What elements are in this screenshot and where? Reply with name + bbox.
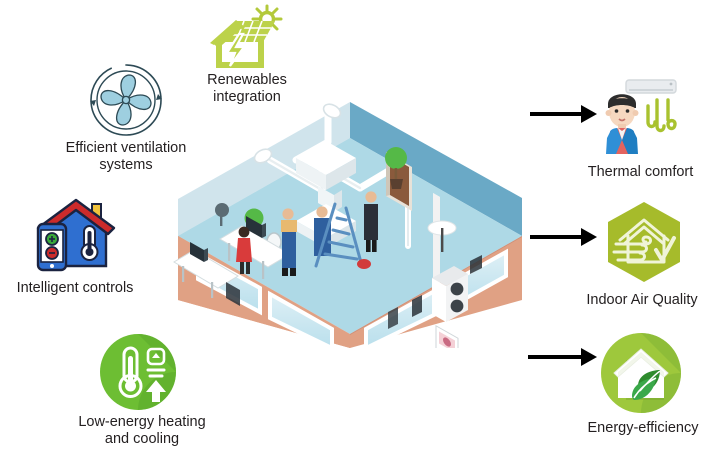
person-air-conditioner-icon [598,78,682,156]
renewables-label: Renewables integration [207,72,287,105]
smart-home-thermostat-icon [30,198,118,272]
thermometer-arrow-icon [98,332,182,416]
energy-efficiency-label: Energy-efficiency [587,420,699,436]
arrow-to-thermal-comfort [530,105,598,123]
house-leaf-circle-icon [598,330,684,416]
heating-label: Low-energy heating and cooling [78,414,206,447]
arrow-to-indoor-air-quality [530,228,598,246]
ventilation-label: Efficient ventilation systems [65,140,187,173]
house-airflow-check-hexagon-icon [602,200,686,284]
indoor-air-quality-label: Indoor Air Quality [586,292,698,308]
thermal-comfort-label: Thermal comfort [587,164,694,180]
rotating-fan-icon [88,62,164,138]
isometric-office-building [150,86,550,348]
arrow-to-energy-efficiency [528,348,598,366]
solar-house-sun-icon [203,4,287,70]
controls-label: Intelligent controls [16,280,134,296]
